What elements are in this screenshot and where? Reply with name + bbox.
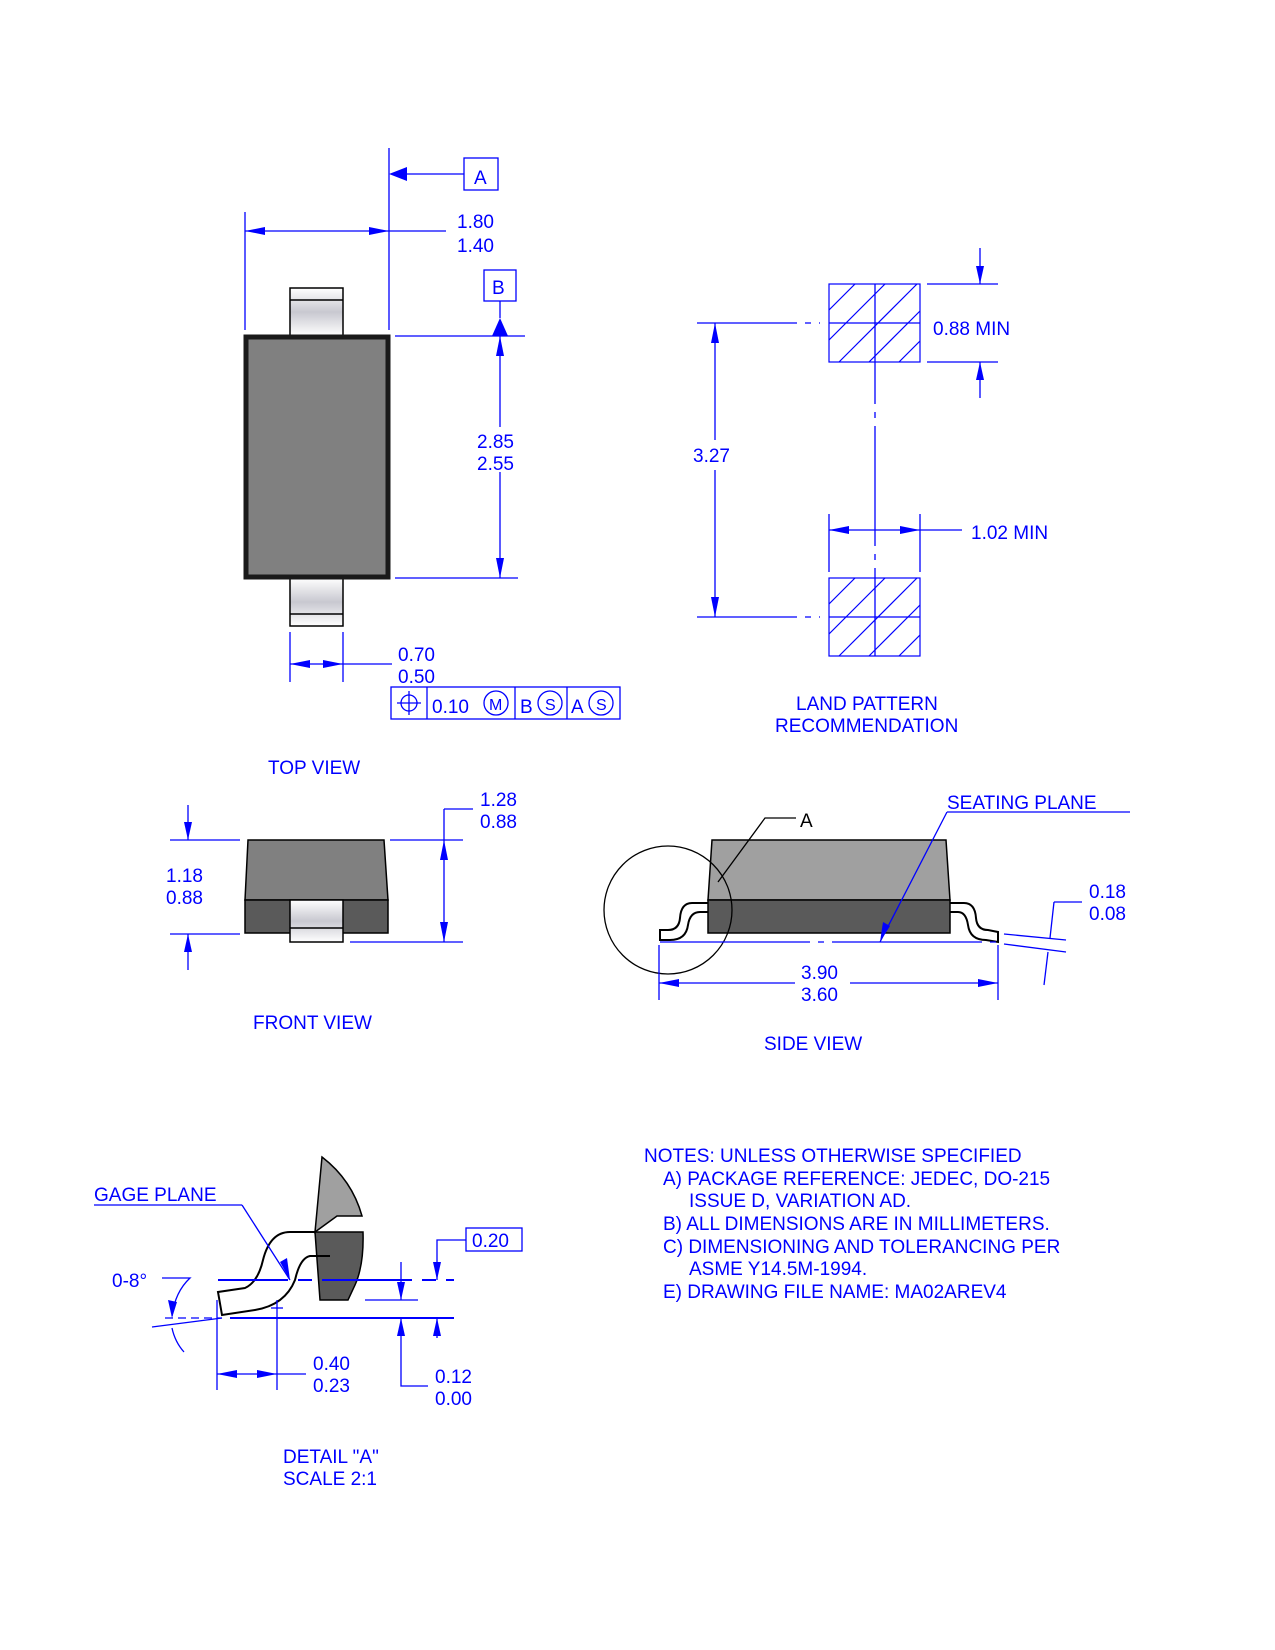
foot-length-min: 0.23 (313, 1376, 350, 1397)
land-pattern-title-2: RECOMMENDATION (775, 716, 958, 737)
package-body (243, 334, 391, 580)
width-min: 1.40 (457, 236, 494, 257)
datum-a-label: A (474, 168, 487, 189)
notes-heading: NOTES: UNLESS OTHERWISE SPECIFIED (644, 1146, 1022, 1167)
fcf-datum1-mod: S (545, 697, 556, 714)
foot-length-max: 0.40 (313, 1354, 350, 1375)
pad-span: 3.27 (693, 446, 730, 467)
pad-length: 0.88 MIN (933, 319, 1010, 340)
datum-b-label: B (492, 278, 505, 299)
lead-thickness-min: 0.08 (1089, 904, 1126, 925)
overall-length-min: 3.60 (801, 985, 838, 1006)
detail-a-circle (603, 845, 733, 975)
standoff-max: 0.12 (435, 1367, 472, 1388)
detail-a-title: DETAIL "A" (283, 1447, 379, 1468)
fcf-datum2-mod: S (596, 697, 607, 714)
land-pattern-title-1: LAND PATTERN (796, 694, 938, 715)
note-e: E) DRAWING FILE NAME: MA02AREV4 (663, 1282, 1007, 1303)
land-pattern: 0.88 MIN 3.27 1.02 MIN LAND PATTERN RECO… (693, 248, 1048, 737)
length-max: 2.85 (477, 432, 514, 453)
length-min: 2.55 (477, 454, 514, 475)
top-view-title: TOP VIEW (268, 758, 360, 779)
front-lead (289, 899, 344, 943)
detail-a: GAGE PLANE 0-8° 0.20 0.12 0.00 0.40 0.23… (94, 1155, 523, 1490)
detail-ref-label: A (800, 811, 813, 832)
front-body-min: 0.88 (166, 888, 203, 909)
lead-width-min: 0.50 (398, 667, 435, 688)
bottom-lead (289, 577, 344, 627)
lead-thickness-max: 0.18 (1089, 882, 1126, 903)
lead-width-max: 0.70 (398, 645, 435, 666)
position-icon (397, 691, 421, 715)
fcf-datum1: B (520, 697, 533, 718)
gage-plane-label: GAGE PLANE (94, 1185, 217, 1206)
note-c-cont: ASME Y14.5M-1994. (689, 1259, 867, 1280)
fcf-datum2: A (571, 697, 584, 718)
front-view-title: FRONT VIEW (253, 1013, 372, 1034)
overall-length-max: 3.90 (801, 963, 838, 984)
width-max: 1.80 (457, 212, 494, 233)
note-c: C) DIMENSIONING AND TOLERANCING PER (663, 1237, 1060, 1258)
notes: NOTES: UNLESS OTHERWISE SPECIFIED A) PAC… (644, 1146, 1060, 1303)
angle-label: 0-8° (112, 1271, 147, 1292)
note-a-cont: ISSUE D, VARIATION AD. (689, 1191, 911, 1212)
top-lead (289, 287, 344, 337)
datum-a-box (463, 157, 499, 191)
note-b: B) ALL DIMENSIONS ARE IN MILLIMETERS. (663, 1214, 1050, 1235)
side-view: A SEATING PLANE 0.18 0.08 3.90 3.60 SIDE… (603, 793, 1130, 1055)
fcf-tolerance: 0.10 (432, 697, 469, 718)
pad-width: 1.02 MIN (971, 523, 1048, 544)
front-height-max: 1.28 (480, 790, 517, 811)
seating-plane-label: SEATING PLANE (947, 793, 1097, 814)
fcf-modifier: M (489, 697, 502, 714)
detail-a-scale: SCALE 2:1 (283, 1469, 377, 1490)
front-body-max: 1.18 (166, 866, 203, 887)
gage-height: 0.20 (472, 1231, 509, 1252)
side-view-title: SIDE VIEW (764, 1034, 862, 1055)
top-view: A 1.80 1.40 B 2.85 2.55 0.70 0.50 (243, 148, 621, 779)
front-height-min: 0.88 (480, 812, 517, 833)
feature-control-frame: 0.10 M B S A S (390, 686, 621, 720)
front-view: 1.28 0.88 1.18 0.88 FRONT VIEW (166, 790, 517, 1034)
note-a: A) PACKAGE REFERENCE: JEDEC, DO-215 (663, 1169, 1050, 1190)
standoff-min: 0.00 (435, 1389, 472, 1410)
